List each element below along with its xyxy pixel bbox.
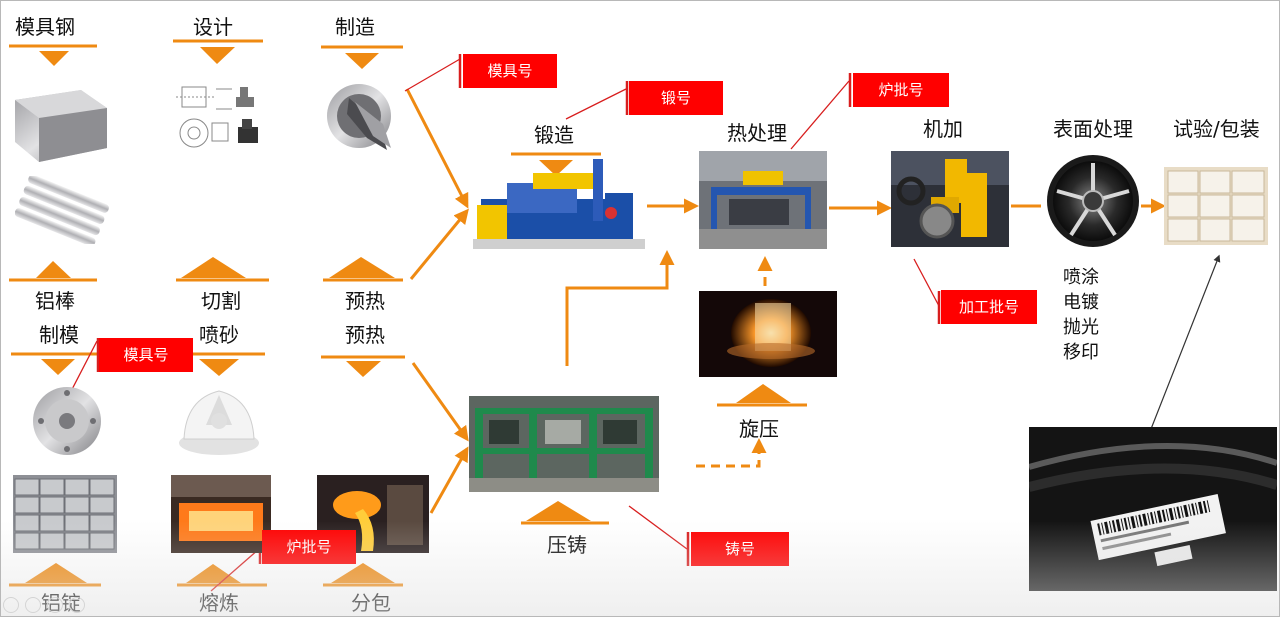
slide-toolbar — [3, 597, 85, 613]
step-label-surface-treatment: 表面处理 — [1053, 117, 1133, 141]
step-label-design: 设计 — [193, 15, 233, 39]
step-label-sandblast: 喷砂 — [199, 323, 239, 347]
wheel-barcode-label-image — [1029, 427, 1277, 591]
die-casting-machine-image — [469, 396, 659, 492]
extrusion-die-image — [321, 76, 407, 158]
alloy-wheel-image — [1045, 153, 1141, 249]
step-label-aluminum-bar: 铝棒 — [35, 289, 75, 313]
tag-machining-batch: 加工批号 — [941, 290, 1037, 324]
label-pointer — [1150, 254, 1221, 430]
smelting-furnace-image — [171, 475, 271, 553]
flow-lines — [405, 88, 1166, 514]
step-markers — [9, 39, 807, 587]
toolbar-circle-icon — [25, 597, 41, 613]
tag-mold-number-mid: 模具号 — [99, 338, 193, 372]
step-label-ladle: 分包 — [351, 591, 391, 615]
step-label-cutting: 切割 — [201, 289, 241, 313]
step-label-machining: 机加 — [923, 117, 963, 141]
step-label-smelting: 熔炼 — [199, 591, 239, 615]
step-label-test-pack: 试验/包装 — [1173, 117, 1260, 141]
step-label-mold-steel: 模具钢 — [15, 15, 75, 39]
leader-lines — [66, 54, 941, 592]
surface-option: 喷涂 — [1063, 267, 1099, 288]
extrusion-press-image — [473, 153, 645, 249]
step-label-die-casting: 压铸 — [547, 533, 587, 557]
mold-steel-block-image — [9, 86, 109, 164]
surface-option: 移印 — [1063, 342, 1099, 363]
surface-treatment-options: 喷涂 电镀 抛光 移印 — [1063, 265, 1099, 365]
machining-robot-image — [891, 151, 1009, 247]
tag-heat-batch-top: 炉批号 — [853, 73, 949, 107]
tag-heat-batch-bottom: 炉批号 — [262, 530, 356, 564]
heat-treatment-line-image — [699, 151, 827, 249]
step-label-spinning: 旋压 — [739, 417, 779, 441]
mold-die-image — [29, 381, 105, 459]
tag-cast-number: 铸号 — [691, 532, 789, 566]
step-label-preheat-mid: 预热 — [345, 323, 385, 347]
spinning-process-image — [699, 291, 837, 377]
toolbar-circle-icon — [47, 597, 63, 613]
step-label-heat-treatment: 热处理 — [727, 121, 787, 145]
tag-mold-number-top: 模具号 — [463, 54, 557, 88]
toolbar-circle-icon — [69, 597, 85, 613]
surface-option: 抛光 — [1063, 317, 1099, 338]
design-drawing-image — [176, 79, 268, 157]
tag-forge-number: 锻号 — [629, 81, 723, 115]
aluminum-rods-image — [15, 176, 109, 244]
sandblasted-mold-image — [176, 381, 262, 459]
step-label-forging: 锻造 — [534, 123, 574, 147]
toolbar-circle-icon — [3, 597, 19, 613]
step-label-preheat-top: 预热 — [345, 289, 385, 313]
step-label-mold-making: 制模 — [39, 323, 79, 347]
surface-option: 电镀 — [1063, 292, 1099, 313]
packed-products-image — [1164, 167, 1268, 245]
aluminum-ingots-image — [13, 475, 117, 553]
step-label-manufacture: 制造 — [335, 15, 375, 39]
